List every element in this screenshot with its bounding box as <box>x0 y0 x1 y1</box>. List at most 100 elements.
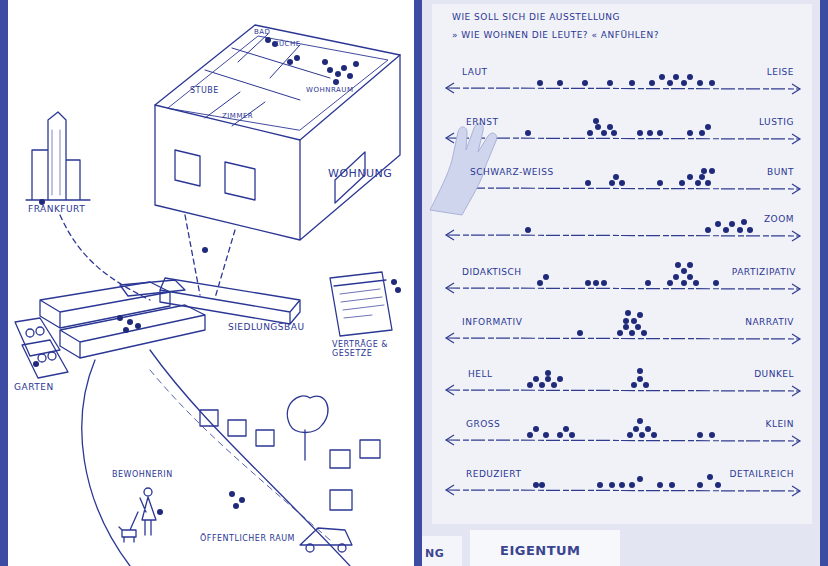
vote-dot <box>533 426 539 432</box>
vote-dot <box>633 426 639 432</box>
vote-dot <box>593 118 599 124</box>
vote-dot <box>597 482 603 488</box>
vote-dot <box>747 227 753 233</box>
vote-dot <box>593 280 599 286</box>
arrow-head <box>792 231 800 241</box>
vote-dot <box>647 130 653 136</box>
vote-dot <box>569 432 575 438</box>
scale-line <box>446 88 800 89</box>
scale-line <box>446 138 800 139</box>
vote-dot <box>705 180 711 186</box>
vote-dot <box>637 418 643 424</box>
scale-line <box>446 440 800 441</box>
poster-sheet <box>432 4 812 524</box>
scale-label: INFORMATIV <box>462 317 522 327</box>
vote-dot <box>697 482 703 488</box>
sketch-label: ZIMMER <box>222 112 253 120</box>
vote-dot <box>687 274 693 280</box>
vote-dot <box>623 318 629 324</box>
scale-label: HELL <box>468 369 492 379</box>
vote-dot <box>525 130 531 136</box>
scale-line <box>446 390 800 391</box>
card <box>470 530 620 566</box>
sketch-label: GARTEN <box>14 382 54 392</box>
scale-label: NARRATIV <box>745 317 794 327</box>
vote-dot <box>737 227 743 233</box>
vote-dot <box>537 80 543 86</box>
scale-label: LAUT <box>462 67 487 77</box>
vote-dot <box>543 432 549 438</box>
scale-label: KLEIN <box>766 419 795 429</box>
vote-dot <box>637 476 643 482</box>
vote-dot <box>635 324 641 330</box>
sketch-label: FRANKFURT <box>28 204 85 214</box>
vote-dot <box>657 482 663 488</box>
vote-dot <box>649 80 655 86</box>
arrow-head <box>792 184 800 194</box>
vote-dot <box>533 482 539 488</box>
arrow-head <box>792 284 800 294</box>
vote-dot <box>551 382 557 388</box>
arrow-head <box>446 385 454 395</box>
vote-dot <box>637 312 643 318</box>
vote-dot <box>645 280 651 286</box>
poster-heading: WIE SOLL SICH DIE AUSSTELLUNG <box>452 12 620 22</box>
arrow-head <box>446 133 454 143</box>
vote-dot <box>729 221 735 227</box>
left-panel <box>8 0 414 566</box>
poster-heading: » WIE WOHNEN DIE LEUTE? « ANFÜHLEN? <box>452 30 659 40</box>
vote-dot <box>607 124 613 130</box>
sketch-label: KÜCHE <box>274 40 301 48</box>
vote-dot <box>607 80 613 86</box>
vote-dot <box>687 262 693 268</box>
vote-dot <box>713 280 719 286</box>
sketch <box>15 25 400 566</box>
vote-dot <box>525 227 531 233</box>
vote-dot <box>639 432 645 438</box>
vote-dot <box>637 376 643 382</box>
scale-label: DIDAKTISCH <box>462 267 522 277</box>
scale-label: PARTIZIPATIV <box>732 267 796 277</box>
vote-dot <box>619 180 625 186</box>
vote-dot <box>741 219 747 225</box>
vote-dot <box>709 80 715 86</box>
vote-dot <box>582 80 588 86</box>
sketch-label: BAD <box>254 28 270 36</box>
vote-dot <box>557 432 563 438</box>
vote-dot <box>539 482 545 488</box>
arrow-head <box>792 84 800 94</box>
photo-panel <box>422 0 820 566</box>
vote-dot <box>557 80 563 86</box>
arrow-head <box>446 435 454 445</box>
vote-dot <box>537 280 543 286</box>
scale-label: LEISE <box>767 67 794 77</box>
vote-dot <box>545 376 551 382</box>
vote-dot <box>657 130 663 136</box>
vote-dot <box>681 268 687 274</box>
vote-dot <box>687 130 693 136</box>
vote-dot <box>545 370 551 376</box>
vote-dot <box>617 330 623 336</box>
vote-dot <box>705 124 711 130</box>
arrow-head <box>792 486 800 496</box>
vote-dot <box>641 330 647 336</box>
vote-dot <box>585 280 591 286</box>
vote-dot <box>631 382 637 388</box>
vote-dot <box>539 382 545 388</box>
vote-dot <box>667 80 673 86</box>
vote-dot <box>657 180 663 186</box>
vote-dot <box>527 382 533 388</box>
vote-dot <box>533 376 539 382</box>
vote-dot <box>577 330 583 336</box>
vote-dots <box>33 37 401 515</box>
scale-line <box>446 235 800 236</box>
vote-dot <box>609 180 615 186</box>
vote-dot <box>585 180 591 186</box>
vote-dot <box>587 130 593 136</box>
vote-dot <box>687 74 693 80</box>
scales <box>446 74 800 496</box>
scale-label: ERNST <box>466 117 498 127</box>
scale-line <box>446 490 800 491</box>
arrow-head <box>792 334 800 344</box>
vote-dot <box>643 382 649 388</box>
